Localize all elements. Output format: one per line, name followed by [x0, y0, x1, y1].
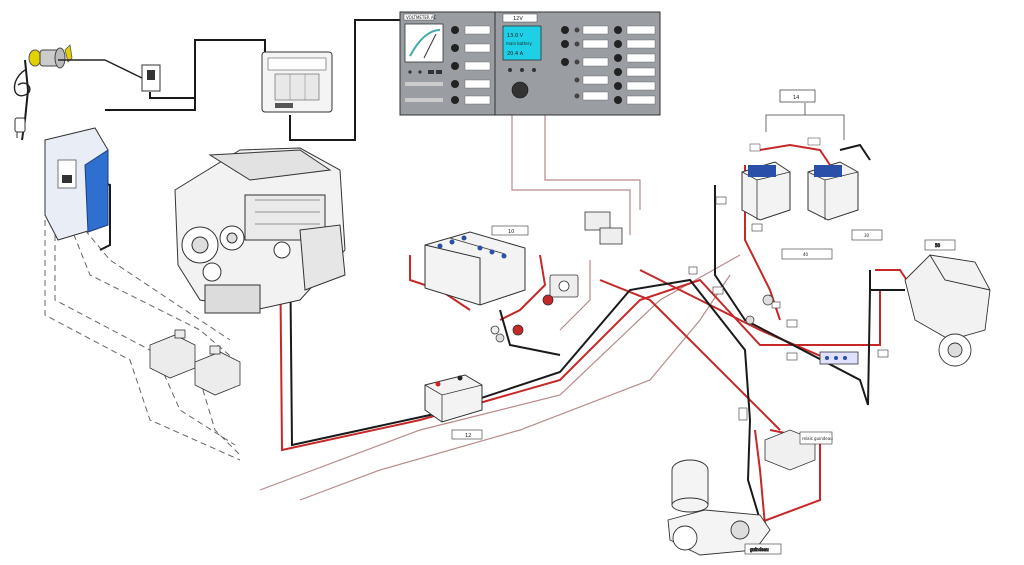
lcd-label: main battery [506, 41, 532, 46]
steering-hydraulic-unit: 50 [904, 239, 991, 367]
house-battery-bank: 10 [424, 225, 529, 306]
dc-switch[interactable] [574, 93, 580, 99]
ac-breaker-switch[interactable] [451, 44, 459, 52]
battery-charger [44, 127, 109, 241]
fuse-holders [495, 294, 774, 343]
battery-selector-knob[interactable] [511, 81, 529, 99]
dc-switch[interactable] [614, 54, 622, 62]
dc-switch[interactable] [574, 59, 580, 65]
anchor-windlass: guindeau [667, 459, 782, 556]
dc-switch[interactable] [574, 77, 580, 83]
ac-breaker-column [451, 25, 491, 105]
ac-panel-indicators [405, 70, 443, 102]
relay-label: relais guindeau [802, 436, 833, 441]
battery-switch-cluster [490, 274, 579, 336]
lcd-mode-buttons [508, 68, 536, 72]
dc-lcd-display [502, 25, 542, 61]
dc-switch[interactable] [561, 58, 569, 66]
dc-switch[interactable] [574, 41, 580, 47]
dc-switch[interactable] [561, 26, 569, 34]
windlass-motor-label: guindeau [750, 547, 769, 552]
voltmeter-gauge-arc [409, 29, 441, 57]
ac-control-panel: VOLTMETER AC [399, 11, 496, 116]
lcd-current: 20.4 A [507, 51, 524, 57]
busbar [819, 351, 859, 365]
inline-breaker [104, 59, 161, 92]
mode-button[interactable] [508, 68, 512, 72]
marine-engine [174, 147, 346, 314]
engine-start-battery: 12 [424, 374, 483, 440]
ac-breaker-switch[interactable] [451, 26, 459, 34]
box-40-label: 40 [803, 252, 809, 257]
ac-panel-title: VOLTMETER AC [406, 15, 437, 20]
shore-power-socket [28, 44, 105, 69]
box-30-label: 30 [864, 233, 870, 238]
dc-switch[interactable] [614, 82, 622, 90]
ac-breaker-switch[interactable] [451, 96, 459, 104]
wire-labels [688, 196, 889, 421]
service-battery-label: 14 [793, 95, 799, 101]
shore-power-cable-plug [13, 69, 31, 138]
dc-switch[interactable] [614, 26, 622, 34]
alternator-regulator [584, 211, 623, 245]
start-battery-label: 12 [465, 433, 471, 439]
windlass-label: 50 [935, 243, 941, 248]
ac-breaker-switch[interactable] [451, 62, 459, 70]
voltmeter-needle [423, 33, 437, 59]
dc-switch[interactable] [574, 27, 580, 33]
mode-button[interactable] [520, 68, 524, 72]
ac-distribution-box [261, 51, 333, 113]
lcd-voltage: 13.0 V [507, 33, 524, 39]
dashed-wires [44, 210, 241, 461]
mode-button[interactable] [532, 68, 536, 72]
negative-wires [21, 19, 905, 521]
house-battery-label: 10 [508, 229, 514, 235]
dc-panel-title: 12V [513, 16, 523, 22]
dc-switch[interactable] [614, 40, 622, 48]
service-battery-bank: 14 [741, 89, 859, 221]
ac-breaker-switch[interactable] [451, 80, 459, 88]
dc-switch[interactable] [561, 40, 569, 48]
dc-switch-columns [561, 25, 656, 105]
dc-switch[interactable] [614, 96, 622, 104]
dc-control-panel: 12V 13.0 V main battery 20.4 A [494, 11, 661, 116]
dc-switch[interactable] [614, 68, 622, 76]
isolator-boxes [149, 329, 241, 396]
windlass-relay-box: relais guindeau [764, 429, 833, 471]
